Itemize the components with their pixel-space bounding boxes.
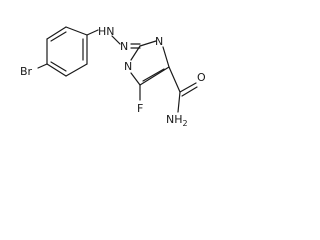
bond-c-nh2	[177, 91, 181, 113]
atom-n-azo: N	[120, 40, 128, 53]
bond-ring-n1-c2	[130, 45, 141, 61]
bond-c-o-2	[181, 86, 198, 97]
bond-benzene-2	[46, 26, 67, 40]
bond-ring-c4-c5	[139, 66, 170, 86]
atom-labels: Br HN N N N F O NH2	[20, 25, 206, 128]
bond-ring-n3-c4	[162, 46, 170, 68]
bond-benzene-double-1	[50, 31, 67, 42]
atom-n-ring-top: N	[155, 35, 163, 48]
bond-ring-c4-c5-double	[142, 68, 165, 82]
bond-c-nh	[86, 29, 99, 36]
bond-benzene-4	[46, 63, 67, 77]
atom-nh2: NH2	[166, 113, 188, 128]
atom-nh2-subscript: 2	[183, 119, 188, 128]
bond-benzene-5	[65, 63, 88, 77]
bond-c-br	[37, 63, 48, 69]
atom-n-ring-bottom: N	[124, 60, 132, 73]
bond-ring-c2-n3	[139, 40, 157, 47]
atom-hn: HN	[98, 25, 115, 38]
atom-br: Br	[20, 65, 33, 78]
bond-ring-c5-n1	[130, 72, 141, 86]
bond-c-o-1	[179, 82, 197, 93]
atom-o: O	[197, 71, 206, 84]
atom-nh2-main: NH	[166, 113, 183, 126]
bond-nh-n	[111, 35, 121, 45]
bond-benzene-1	[65, 26, 88, 36]
bond-benzene-double-2	[50, 61, 67, 72]
atom-f: F	[137, 102, 143, 115]
bond-lines	[37, 26, 198, 113]
molecule-structure: Br HN N N N F O NH2	[20, 25, 206, 128]
bond-c-camide	[168, 66, 181, 93]
